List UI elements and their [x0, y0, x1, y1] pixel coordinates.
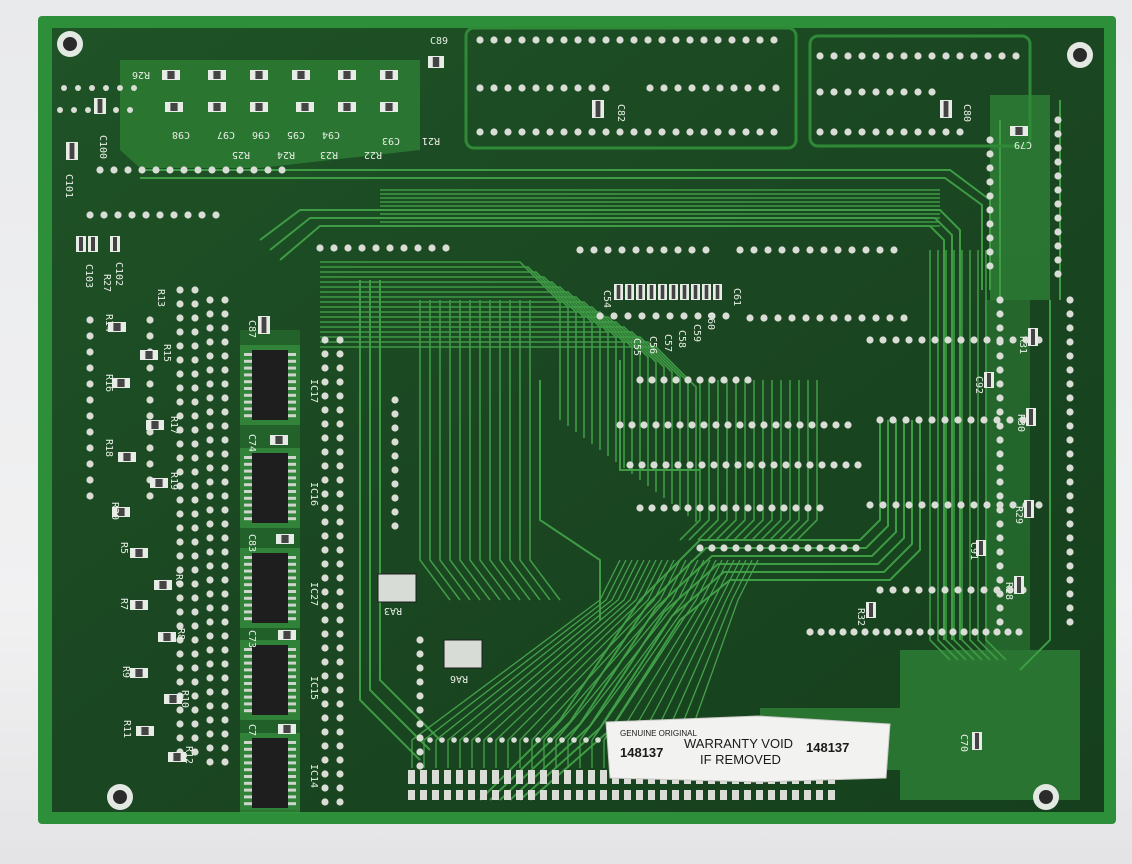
fan-traces — [411, 559, 759, 768]
silkscreen-labels: C89 R26 C100 C101 C98 C97 C96 C95 C94 C9… — [63, 36, 1032, 788]
label-c94: C94 — [322, 129, 340, 140]
smd-ics — [240, 345, 300, 813]
label-c100: C100 — [97, 135, 108, 159]
ic14-chip — [240, 733, 300, 813]
mounting-holes — [57, 31, 1093, 810]
label-r8: R8 — [175, 628, 186, 640]
label-ra6: RA6 — [450, 673, 468, 684]
label-r12: R12 — [183, 746, 194, 764]
label-r5: R5 — [118, 542, 129, 554]
label-c95: C95 — [287, 129, 305, 140]
label-ic27: IC27 — [308, 582, 319, 606]
label-c101: C101 — [63, 174, 74, 198]
label-r18: R18 — [103, 439, 114, 457]
label-r32: R32 — [855, 608, 866, 626]
label-c96: C96 — [252, 129, 270, 140]
dip-footprints-top — [464, 26, 1032, 150]
label-r26: R26 — [132, 69, 150, 80]
label-c83: C83 — [246, 534, 257, 552]
ra6-array — [443, 639, 483, 669]
label-r16: R16 — [103, 374, 114, 392]
label-ic15: IC15 — [308, 676, 319, 700]
label-c87: C87 — [246, 320, 257, 338]
ra3-array — [377, 573, 417, 603]
label-r15: R15 — [161, 344, 172, 362]
label-c61: C61 — [731, 288, 742, 306]
through-hole-pads — [57, 36, 1074, 806]
label-c56: C56 — [647, 336, 658, 354]
sticker-warranty-line2: IF REMOVED — [700, 752, 781, 767]
label-ic16: IC16 — [308, 482, 319, 506]
label-r28: R28 — [1003, 582, 1014, 600]
label-r24: R24 — [277, 149, 295, 160]
mounting-hole-icon — [1067, 42, 1093, 68]
label-r14: R14 — [103, 314, 114, 332]
label-ic14: IC14 — [308, 764, 319, 788]
label-c59: C59 — [691, 324, 702, 342]
ic27-chip — [240, 548, 300, 628]
label-c92: C92 — [973, 376, 984, 394]
resistor-arrays — [377, 573, 483, 669]
label-r17: R17 — [168, 416, 179, 434]
mounting-hole-icon — [107, 784, 133, 810]
label-c54: C54 — [601, 290, 612, 308]
label-c57: C57 — [662, 334, 673, 352]
label-c80: C80 — [961, 104, 972, 122]
sticker-serial-right: 148137 — [806, 740, 849, 755]
label-ra3: RA3 — [384, 605, 402, 616]
label-r11: R11 — [121, 720, 132, 738]
label-r25: R25 — [232, 149, 250, 160]
mounting-hole-icon — [57, 31, 83, 57]
label-r7: R7 — [118, 598, 129, 610]
ic17-chip — [240, 345, 300, 425]
sticker-serial-left: 148137 — [620, 745, 663, 760]
label-c82: C82 — [615, 104, 626, 122]
sticker-warranty-line1: WARRANTY VOID — [684, 736, 793, 751]
label-r19: R19 — [168, 472, 179, 490]
label-r10: R10 — [179, 690, 190, 708]
label-r22: R22 — [364, 149, 382, 160]
ic15-chip — [240, 640, 300, 720]
label-ic17: IC17 — [308, 379, 319, 403]
ic16-chip — [240, 448, 300, 528]
label-r29: R29 — [1013, 506, 1024, 524]
ic-legs — [244, 353, 296, 806]
mounting-hole-icon — [1033, 784, 1059, 810]
label-r27: R27 — [101, 274, 112, 292]
label-c58: C58 — [676, 330, 687, 348]
label-c97: C97 — [217, 129, 235, 140]
warranty-sticker: GENUINE ORIGINAL 148137 WARRANTY VOID IF… — [605, 715, 891, 783]
label-c55: C55 — [631, 338, 642, 356]
label-r9: R9 — [120, 666, 131, 678]
label-c103: C103 — [83, 264, 94, 288]
label-r23: R23 — [320, 149, 338, 160]
label-c89: C89 — [430, 36, 448, 47]
label-c79: C79 — [1014, 139, 1032, 150]
label-r21: R21 — [422, 135, 440, 146]
label-c91: C91 — [968, 542, 979, 560]
label-c93: C93 — [382, 135, 400, 146]
label-c98: C98 — [172, 129, 190, 140]
label-r20: R20 — [109, 502, 120, 520]
label-c102: C102 — [113, 262, 124, 286]
label-c73: C73 — [246, 630, 257, 648]
label-r6: R6 — [173, 574, 184, 586]
label-c7x: C7 — [246, 724, 257, 736]
label-r30: R30 — [1015, 414, 1026, 432]
label-c60: C60 — [705, 312, 716, 330]
label-c74: C74 — [246, 434, 257, 452]
label-r31: R31 — [1017, 336, 1028, 354]
label-r13: R13 — [155, 289, 166, 307]
smd-passives — [66, 56, 1038, 762]
sticker-watermark: GENUINE ORIGINAL — [620, 729, 697, 738]
label-c70: C70 — [958, 734, 969, 752]
